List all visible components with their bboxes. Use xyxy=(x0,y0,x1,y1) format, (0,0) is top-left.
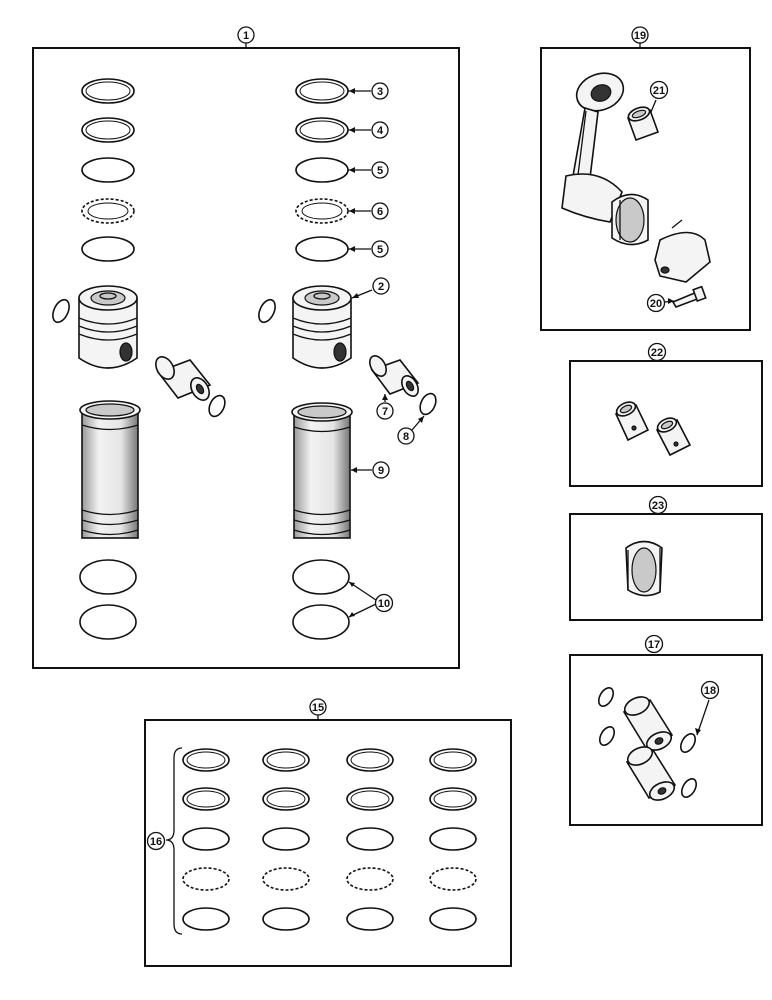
svg-text:1: 1 xyxy=(243,30,249,42)
rod-cap xyxy=(654,219,711,283)
left-ring-stack xyxy=(81,78,135,262)
svg-text:6: 6 xyxy=(377,206,383,218)
right-piston-pin xyxy=(369,355,437,416)
liner-seal xyxy=(79,604,137,640)
svg-text:7: 7 xyxy=(382,406,388,418)
panel-19-frame xyxy=(540,47,751,331)
expander-ring xyxy=(81,198,135,224)
svg-text:5: 5 xyxy=(377,165,383,177)
piston-pin xyxy=(625,746,677,801)
svg-text:21: 21 xyxy=(653,85,665,97)
callout-16: 16 xyxy=(146,747,183,935)
ring-set-column xyxy=(346,748,394,931)
callout-7: 7 xyxy=(376,394,394,420)
rod-bearing-shells xyxy=(611,193,649,246)
callout-3: 3 xyxy=(348,82,389,100)
panel-15-frame xyxy=(144,719,512,967)
callout-15: 15 xyxy=(309,698,327,716)
callout-5-top: 5 xyxy=(348,161,389,179)
callout-9: 9 xyxy=(351,461,390,479)
left-piston xyxy=(52,285,138,369)
left-cylinder-liner xyxy=(79,400,141,539)
snap-ring xyxy=(598,726,616,746)
liner-seal xyxy=(79,559,137,595)
panel-pins: 17 18 xyxy=(569,634,763,826)
panel-connecting-rod: 19 21 xyxy=(540,26,751,331)
oil-ring xyxy=(81,157,135,183)
svg-text:16: 16 xyxy=(150,836,162,848)
snap-ring xyxy=(680,778,698,798)
right-ring-stack xyxy=(295,78,349,262)
compression-ring xyxy=(81,78,135,104)
callout-6: 6 xyxy=(348,202,389,220)
callout-17: 17 xyxy=(644,634,664,654)
callout-22: 22 xyxy=(647,342,667,362)
compression-ring xyxy=(81,117,135,143)
svg-text:15: 15 xyxy=(312,702,324,714)
svg-text:19: 19 xyxy=(634,30,646,42)
ring-set-column xyxy=(182,748,230,931)
callout-5-bottom: 5 xyxy=(348,240,389,258)
svg-text:20: 20 xyxy=(650,298,662,310)
rod-bolt xyxy=(671,285,707,308)
panel-bearings: 23 xyxy=(569,495,763,621)
panel-bushings: 22 xyxy=(569,342,763,487)
callout-18: 18 xyxy=(695,680,720,736)
panel-kit-1: 1 xyxy=(32,26,460,669)
callout-21: 21 xyxy=(649,80,669,113)
callout-10: 10 xyxy=(348,581,394,618)
callout-19: 19 xyxy=(631,26,649,44)
callout-1: 1 xyxy=(237,26,255,44)
svg-text:18: 18 xyxy=(704,685,716,697)
bushing xyxy=(614,401,650,442)
right-cylinder-liner xyxy=(291,402,353,539)
svg-text:10: 10 xyxy=(378,598,390,610)
callout-8: 8 xyxy=(397,415,425,445)
connecting-rod xyxy=(561,72,625,223)
panel-23-frame xyxy=(569,513,763,621)
svg-text:9: 9 xyxy=(378,465,384,477)
panel-17-frame xyxy=(569,654,763,826)
callout-2: 2 xyxy=(351,277,390,299)
callout-23: 23 xyxy=(648,495,668,515)
rod-bushing xyxy=(626,106,660,142)
oil-ring xyxy=(81,236,135,262)
bearing-shells xyxy=(625,540,663,597)
svg-text:2: 2 xyxy=(378,281,384,293)
panel-ring-sets: 15 16 xyxy=(144,698,512,967)
snap-ring xyxy=(679,733,697,753)
svg-text:3: 3 xyxy=(377,86,383,98)
svg-text:5: 5 xyxy=(377,244,383,256)
callout-20: 20 xyxy=(646,293,675,313)
snap-ring xyxy=(208,394,226,418)
svg-text:17: 17 xyxy=(648,639,660,651)
svg-text:23: 23 xyxy=(652,500,664,512)
bushing xyxy=(655,417,692,457)
snap-ring xyxy=(52,298,70,324)
ring-set-column xyxy=(262,748,310,931)
right-piston xyxy=(258,285,352,369)
ring-set-column xyxy=(429,748,477,931)
svg-text:22: 22 xyxy=(651,347,663,359)
callout-4: 4 xyxy=(348,121,389,139)
piston-pin xyxy=(622,696,674,751)
left-piston-pin xyxy=(155,356,226,418)
snap-ring xyxy=(597,687,615,707)
panel-22-frame xyxy=(569,360,763,487)
svg-text:8: 8 xyxy=(403,431,409,443)
svg-text:4: 4 xyxy=(377,125,384,137)
